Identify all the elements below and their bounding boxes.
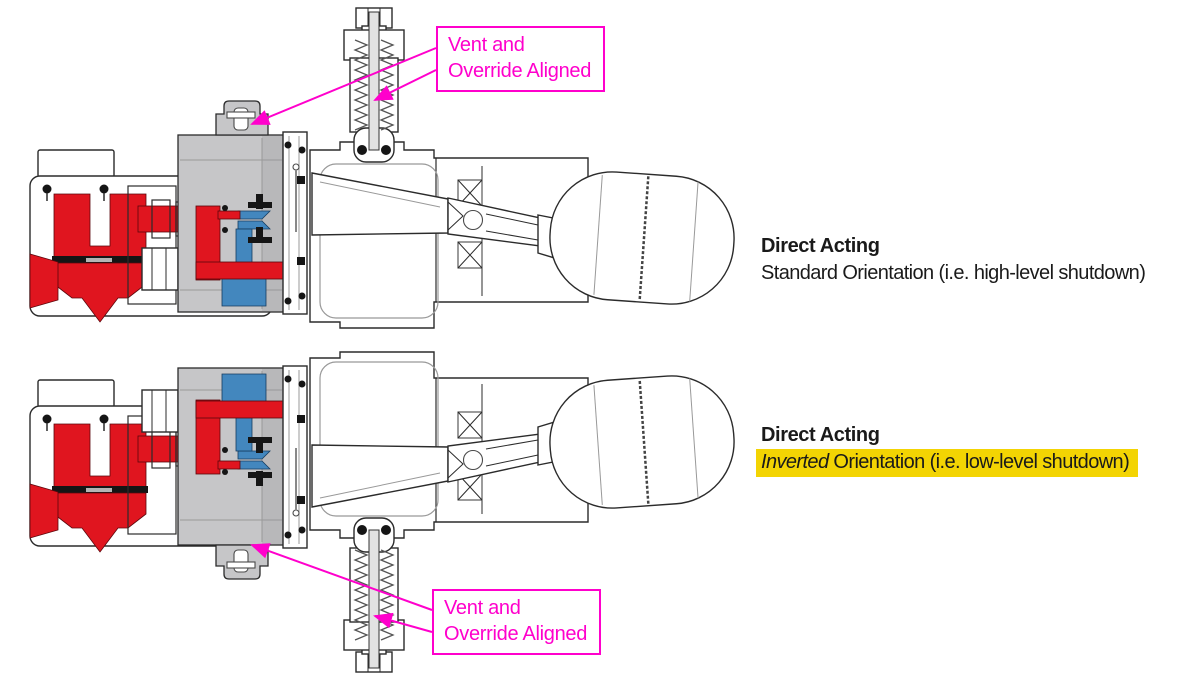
callout-line-1: Vent and: [448, 34, 525, 56]
vent-override-callout-bottom: Vent and Override Aligned: [432, 589, 602, 655]
highlight-band: Inverted Orientation (i.e. low-level shu…: [756, 449, 1139, 477]
caption-standard-title: Direct Acting: [761, 235, 880, 257]
caption-inverted-em: Inverted: [761, 451, 829, 473]
diagram-standard-orientation: [29, 6, 740, 330]
caption-standard-subtitle: Standard Orientation (i.e. high-level sh…: [761, 262, 1146, 284]
caption-standard: Direct Acting Standard Orientation (i.e.…: [761, 233, 1146, 287]
leader-bottom-override: [373, 612, 433, 633]
caption-inverted-title: Direct Acting: [761, 424, 880, 446]
callout-leaders: [250, 47, 437, 633]
leader-bottom-vent: [250, 543, 433, 611]
callout-line-2: Override Aligned: [448, 60, 592, 82]
caption-inverted-rest: Orientation (i.e. low-level shutdown): [828, 451, 1130, 473]
leader-top-vent: [250, 47, 437, 125]
callout-line-2: Override Aligned: [444, 623, 588, 645]
caption-inverted: Direct Acting Inverted Orientation (i.e.…: [756, 422, 1139, 477]
leader-top-override: [373, 69, 437, 101]
caption-inverted-subtitle: Inverted Orientation (i.e. low-level shu…: [756, 449, 1139, 477]
vent-override-callout-top: Vent and Override Aligned: [436, 26, 606, 92]
diagram-inverted-orientation: [29, 350, 740, 674]
callout-line-1: Vent and: [444, 597, 521, 619]
